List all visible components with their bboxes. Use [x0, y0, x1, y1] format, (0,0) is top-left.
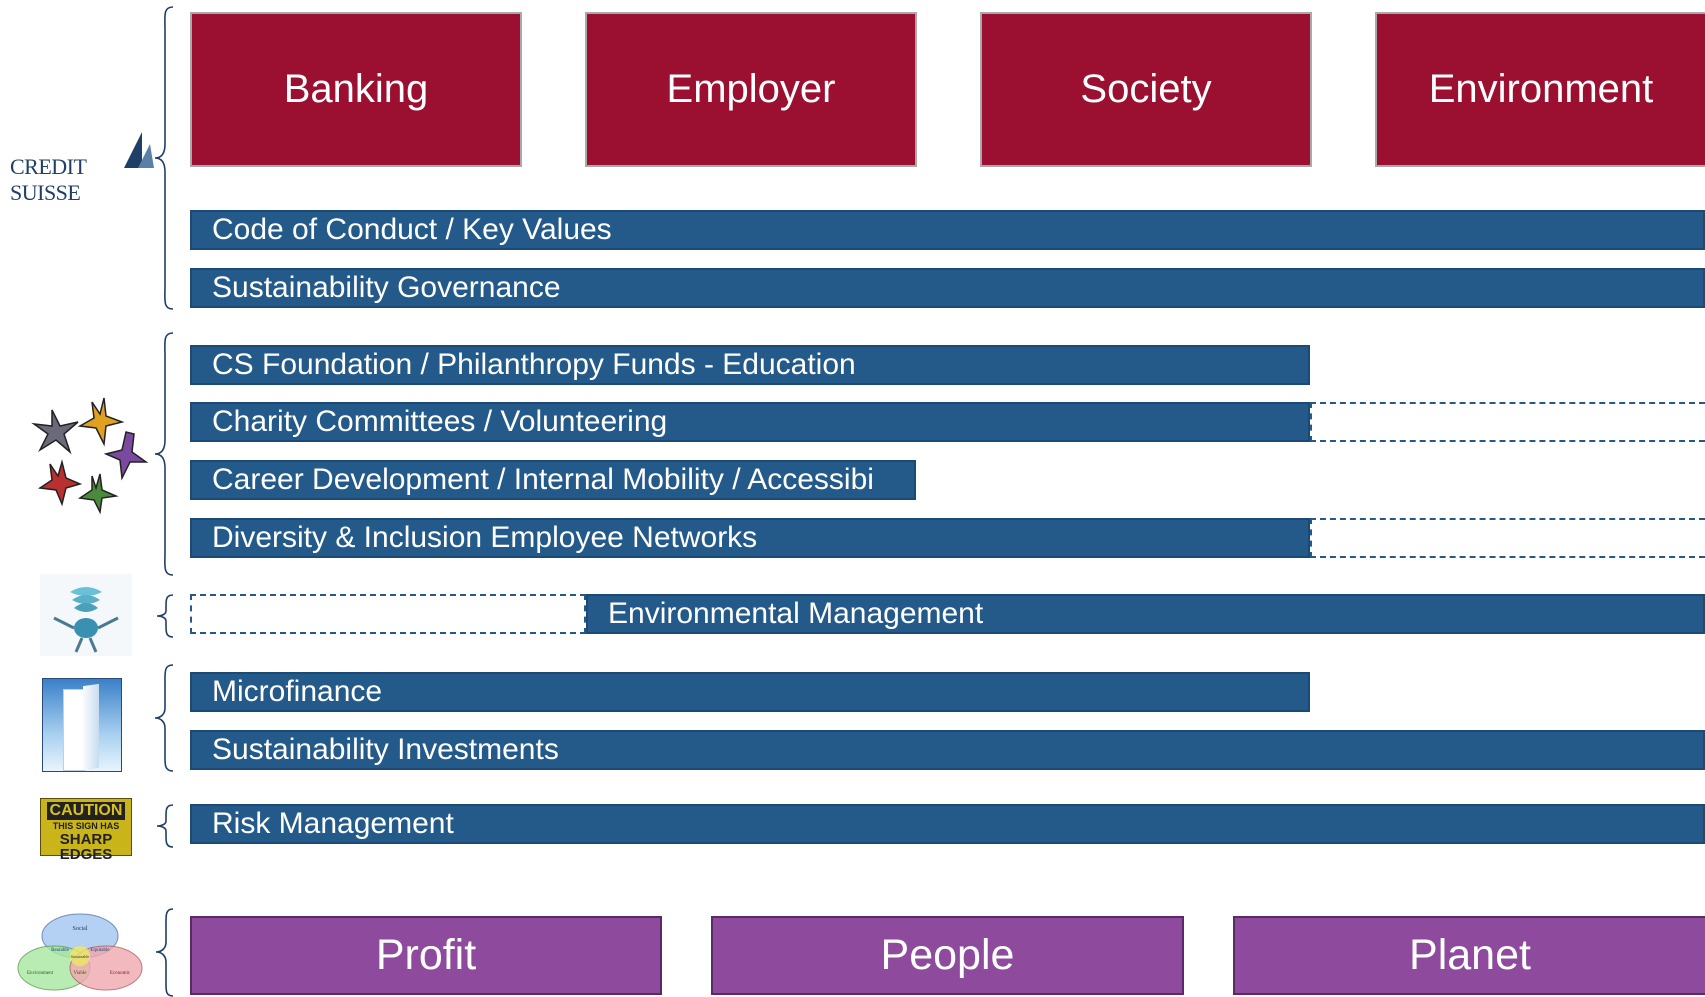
- credit-suisse-logo-text: CREDIT SUISSE: [10, 154, 87, 205]
- diversity-inclusion-extension: [1310, 518, 1705, 558]
- environmental-management-bar: Environmental Management: [586, 594, 1705, 634]
- charity-committees-extension: [1310, 402, 1705, 442]
- brace-employees: [154, 332, 174, 576]
- environment-box: Environment: [1375, 12, 1705, 167]
- people-circle-icon: [31, 397, 148, 514]
- caution-sign-title: CAUTION: [47, 802, 125, 820]
- sustainability-investments-bar: Sustainability Investments: [190, 730, 1705, 770]
- diversity-inclusion-bar: Diversity & Inclusion Employee Networks: [190, 518, 1310, 558]
- venn-sustainable-label: Sustainable: [71, 954, 90, 959]
- caution-sign: CAUTION THIS SIGN HAS SHARP EDGES: [40, 798, 132, 862]
- venn-economic-label: Economic: [110, 971, 131, 976]
- brace-environment: [156, 594, 174, 638]
- planet-box: Planet: [1233, 916, 1705, 995]
- venn-social-label: Social: [73, 926, 88, 932]
- venn-bearable-label: Bearable: [51, 948, 70, 953]
- brace-risk: [156, 804, 174, 848]
- venn-viable-label: Viable: [73, 971, 87, 976]
- cs-foundation-bar: CS Foundation / Philanthropy Funds - Edu…: [190, 345, 1310, 385]
- sails-icon: [124, 132, 154, 168]
- caution-sign-line2: SHARP EDGES: [59, 831, 113, 863]
- caution-sign-line1: THIS SIGN HAS: [52, 821, 120, 831]
- microfinance-bar: Microfinance: [190, 672, 1310, 712]
- profit-box: Profit: [190, 916, 662, 995]
- lightbulb-figure-icon: [40, 574, 132, 656]
- career-development-bar: Career Development / Internal Mobility /…: [190, 460, 916, 500]
- code-of-conduct-bar: Code of Conduct / Key Values: [190, 210, 1705, 250]
- employer-box: Employer: [585, 12, 917, 167]
- open-door-icon: [42, 678, 122, 772]
- venn-environment-label: Environment: [27, 971, 54, 976]
- brace-bottom: [155, 908, 174, 997]
- credit-suisse-logo: CREDIT SUISSE: [8, 130, 154, 205]
- brace-investments: [154, 664, 174, 772]
- environmental-management-extension: [190, 594, 586, 634]
- sustainability-venn-icon: Social Bearable Equitable Sustainable En…: [17, 913, 143, 991]
- venn-equitable-label: Equitable: [90, 948, 110, 953]
- sustainability-governance-bar: Sustainability Governance: [190, 268, 1705, 308]
- society-box: Society: [980, 12, 1312, 167]
- charity-committees-bar: Charity Committees / Volunteering: [190, 402, 1310, 442]
- brace-credit-suisse: [154, 6, 174, 310]
- people-box: People: [711, 916, 1184, 995]
- banking-box: Banking: [190, 12, 522, 167]
- risk-management-bar: Risk Management: [190, 804, 1705, 844]
